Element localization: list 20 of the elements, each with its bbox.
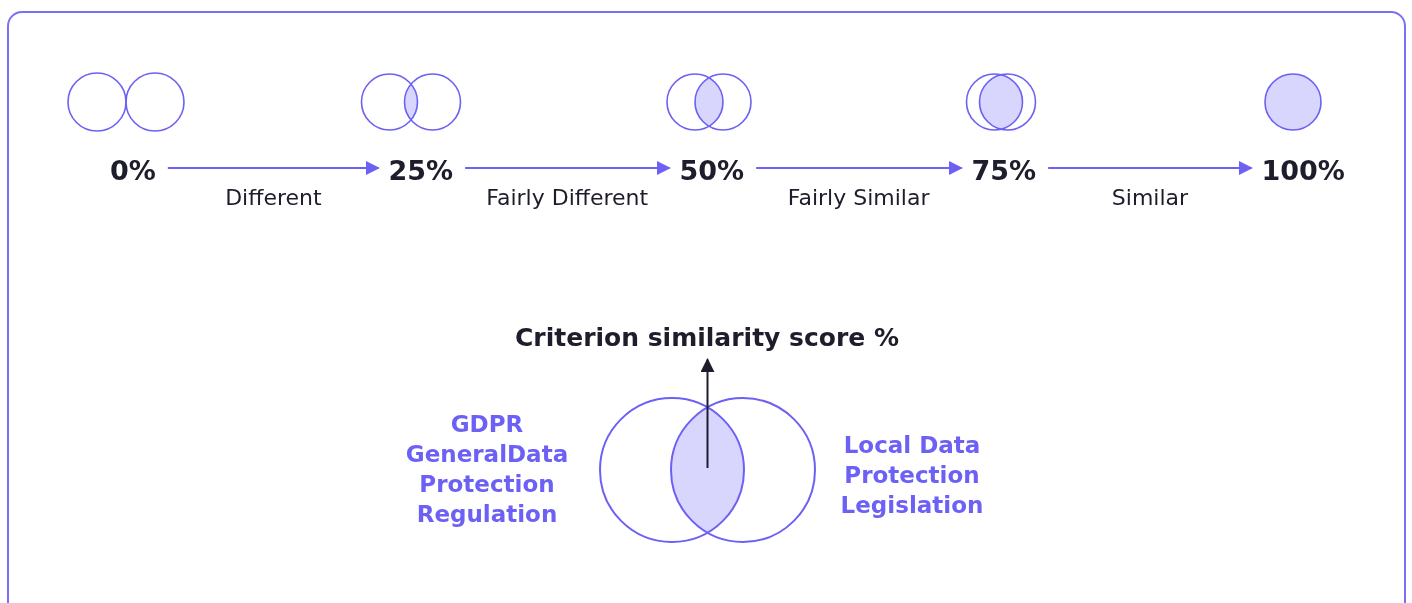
percent-value: 75% xyxy=(971,154,1037,186)
arrow xyxy=(1047,161,1253,175)
percent-value: 100% xyxy=(1261,154,1345,186)
arrow xyxy=(464,161,671,175)
arrow xyxy=(755,161,963,175)
percent-value: 25% xyxy=(388,154,454,186)
edge-label: Similar xyxy=(1111,185,1189,210)
venn-overlap xyxy=(671,407,744,533)
edge-label: Different xyxy=(225,185,322,210)
edge-label: Fairly Different xyxy=(486,185,649,210)
circle-caption: Local Data Protection Legislation xyxy=(839,431,985,520)
arrow xyxy=(166,161,380,175)
percent-value: 0% xyxy=(110,154,156,186)
venn-circle xyxy=(670,397,816,543)
edge-label: Fairly Similar xyxy=(787,185,930,210)
circle-caption: GeneralData Protection Regulation xyxy=(404,440,570,529)
score-heading: Criterion similarity score % xyxy=(515,322,899,352)
percent-value: 50% xyxy=(679,154,745,186)
circle-caption: GDPR xyxy=(449,410,525,439)
venn-circle xyxy=(599,397,745,543)
